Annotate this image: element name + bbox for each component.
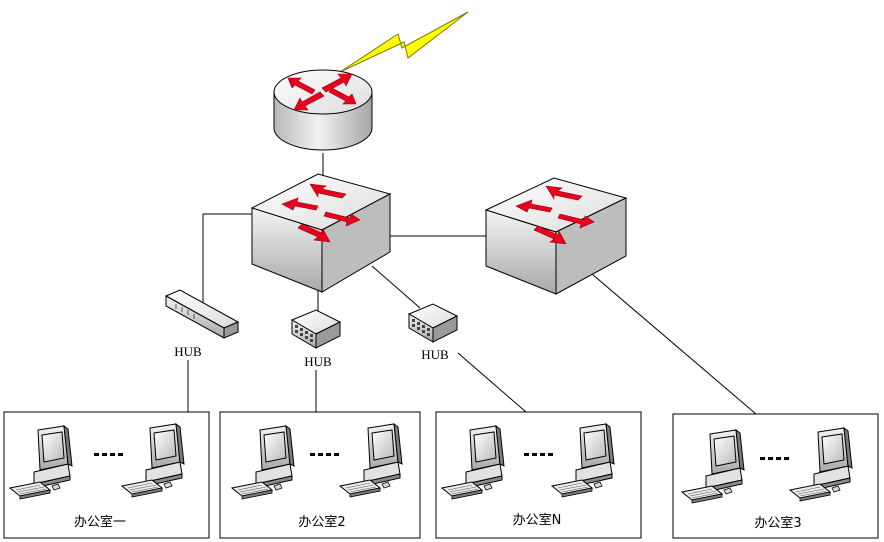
office-n-box: 办公室N — [435, 411, 642, 539]
ellipsis-dots — [760, 457, 789, 460]
core-switch-to-hub1-link — [202, 213, 255, 305]
second-switch-icon — [484, 177, 628, 295]
core-switch-to-hub3-link — [371, 265, 421, 309]
office-2-label: 办公室2 — [298, 514, 345, 530]
ellipsis-dots — [524, 453, 553, 456]
hub-1-icon — [164, 289, 240, 339]
hub-3-icon — [408, 303, 458, 343]
router-icon — [273, 69, 373, 151]
second-switch-to-office3-link — [591, 273, 757, 415]
hub-3-label: HUB — [421, 347, 449, 362]
hub-2-label: HUB — [304, 354, 332, 369]
office-n-label: 办公室N — [513, 512, 562, 528]
office-2-box: 办公室2 — [219, 411, 421, 539]
core-switch-icon — [250, 173, 392, 293]
hub-2-icon — [291, 309, 341, 349]
office-1-box: 办公室一 — [3, 411, 210, 539]
ellipsis-dots — [94, 453, 123, 456]
ellipsis-dots — [310, 453, 339, 456]
office-3-label: 办公室3 — [754, 515, 801, 531]
office-3-box: 办公室3 — [672, 413, 879, 539]
hub-1-label: HUB — [174, 344, 202, 359]
office-1-label: 办公室一 — [74, 514, 126, 530]
connection-lines — [187, 153, 757, 415]
hub3-to-officeN-link — [457, 352, 527, 413]
lightning-bolt-icon — [339, 11, 469, 73]
